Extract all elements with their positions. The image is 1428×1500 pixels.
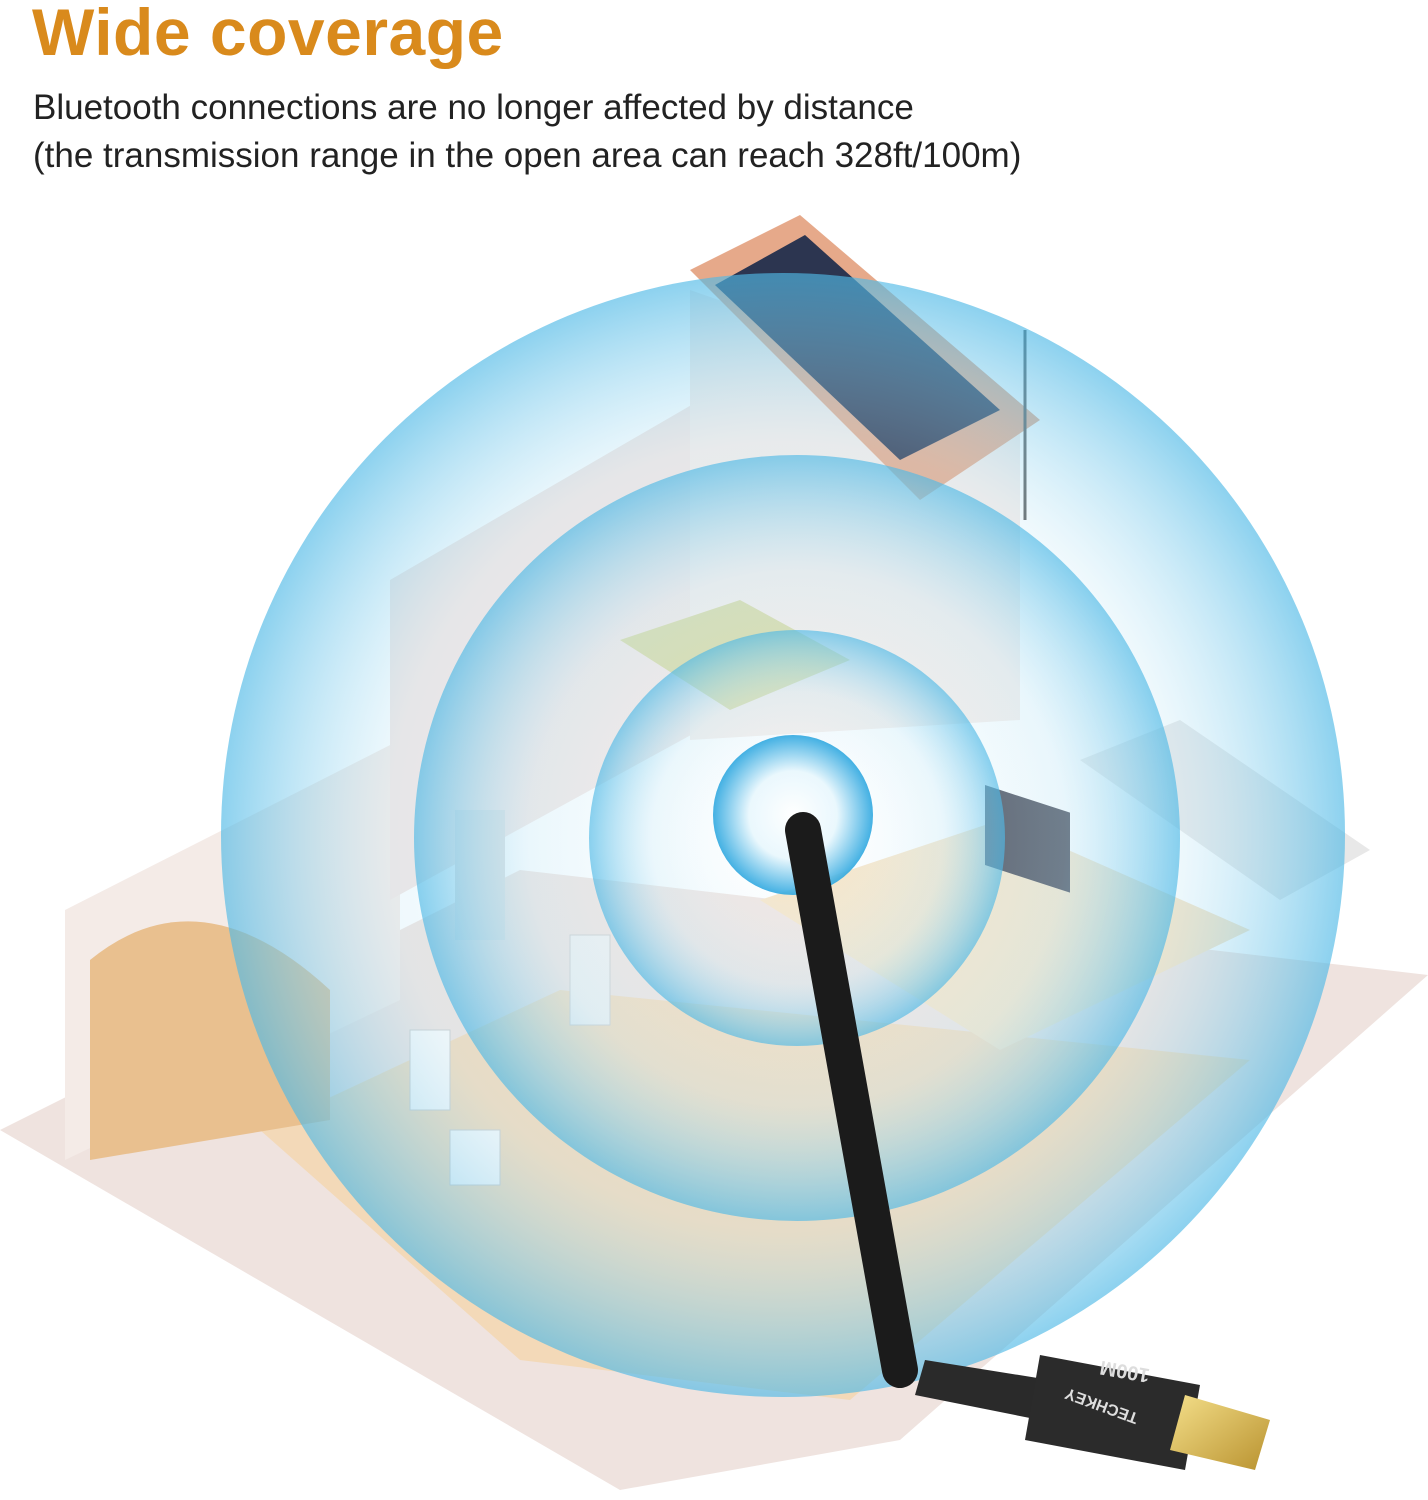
page-title: Wide coverage [32,0,504,69]
usb-connector [1170,1395,1270,1470]
signal-rings [221,273,1345,1397]
subtitle: Bluetooth connections are no longer affe… [33,84,1021,180]
antenna-hinge [915,1360,1050,1420]
signal-core [713,735,873,895]
usb-bluetooth-adapter: 100M TECHKEY [785,812,1270,1470]
subtitle-line-2: (the transmission range in the open area… [33,136,1022,175]
adapter-body [1025,1355,1200,1470]
subtitle-line-1: Bluetooth connections are no longer affe… [33,88,914,127]
antenna [785,812,918,1388]
